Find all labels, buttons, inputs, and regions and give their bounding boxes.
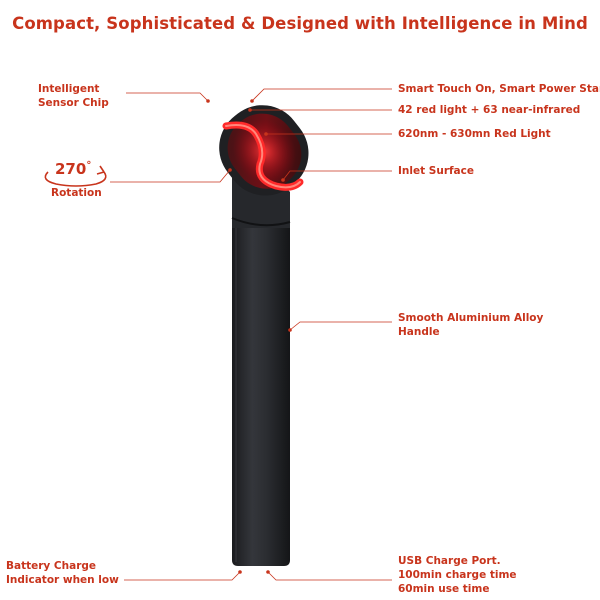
rotation-value: 270° xyxy=(55,160,92,178)
touch-on-label: Smart Touch On, Smart Power Start xyxy=(398,83,600,95)
wavelength-label: 620nm - 630mn Red Light xyxy=(398,128,551,140)
usb-port-label: USB Charge Port. 100min charge time 60mi… xyxy=(398,555,517,595)
leader-dots xyxy=(206,99,292,574)
page-title: Compact, Sophisticated & Designed with I… xyxy=(12,14,588,33)
rotation-label: Rotation xyxy=(51,187,102,199)
sensor-chip-label: Intelligent Sensor Chip xyxy=(38,83,109,109)
lights-count-label: 42 red light + 63 near-infrared xyxy=(398,104,581,116)
battery-indicator-label: Battery Charge Indicator when low xyxy=(6,560,119,586)
light-head xyxy=(219,105,309,196)
rotation-arrow-icon xyxy=(44,165,107,187)
aluminium-handle xyxy=(232,222,290,566)
inlet-surface-label: Inlet Surface xyxy=(398,165,474,177)
leader-lines xyxy=(110,88,392,581)
handle-label: Smooth Aluminium Alloy Handle xyxy=(398,312,544,338)
